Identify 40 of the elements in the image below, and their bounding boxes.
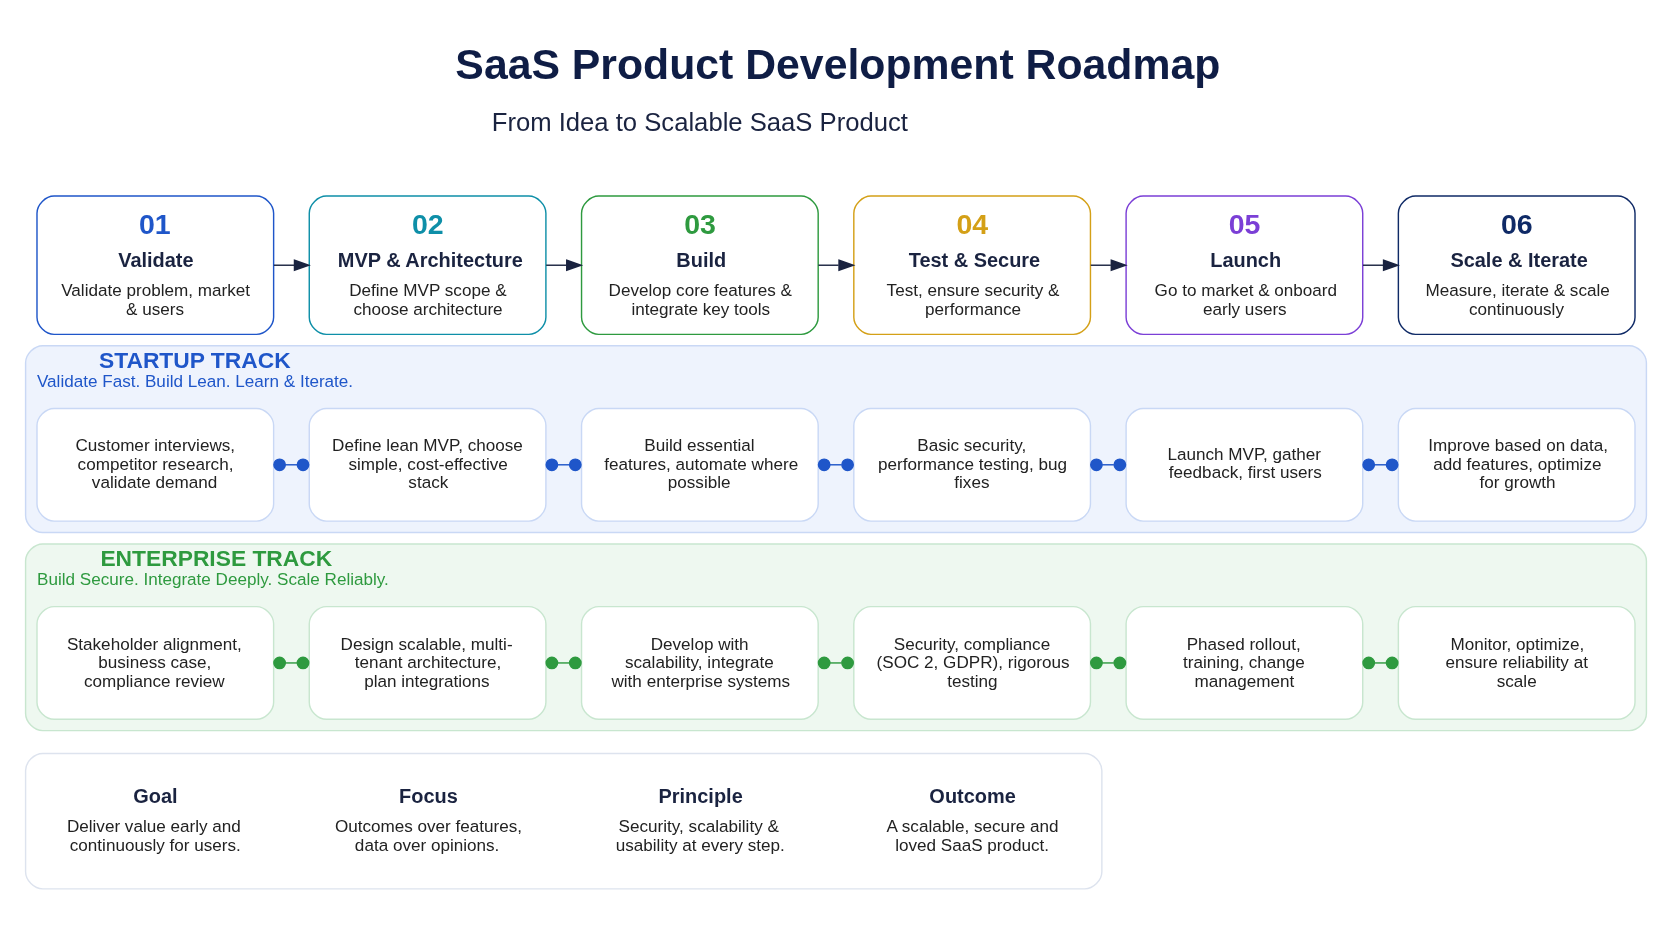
connector bbox=[545, 458, 582, 472]
node-box: Security, compliance (SOC 2, GDPR), rigorous testing bbox=[853, 605, 1092, 720]
connector bbox=[273, 656, 310, 670]
node-box: Define lean MVP, choose simple, cost-effective stack bbox=[308, 407, 547, 522]
node-box: Build essential features, automate where possible bbox=[580, 407, 819, 522]
node-text: Goal Deliver value early and continuously for users. bbox=[66, 784, 241, 855]
arrow bbox=[273, 259, 311, 272]
connector bbox=[545, 656, 582, 670]
arrow bbox=[1362, 259, 1400, 272]
node-box: 05 Launch Go to market & onboard early users bbox=[1125, 195, 1364, 336]
node-box: Basic security, performance testing, bug fixes bbox=[853, 407, 1092, 522]
node-box: Design scalable, multi-tenant architecture, plan integrations bbox=[308, 605, 547, 720]
node-box: Stakeholder alignment, business case, compliance review bbox=[36, 605, 275, 720]
node-box: 01 Validate Validate problem, market & users bbox=[36, 195, 275, 336]
node-text: Focus Outcomes over features, data over opinions. bbox=[334, 784, 523, 855]
connector bbox=[1090, 656, 1127, 670]
node-box: Launch MVP, gather feedback, first users bbox=[1125, 407, 1364, 522]
diagram-title: SaaS Product Development Roadmap bbox=[455, 40, 1221, 89]
arrow bbox=[545, 259, 584, 272]
node-box: Monitor, optimize, ensure reliability at scale bbox=[1397, 605, 1636, 720]
node-box: Improve based on data, add features, optimize for growth bbox=[1397, 407, 1636, 522]
node-box: 03 Build Develop core features & integrate key tools bbox=[580, 195, 819, 336]
node-text: Principle Security, scalability & usability at every step. bbox=[615, 784, 785, 855]
arrow bbox=[817, 259, 856, 272]
connector bbox=[273, 458, 310, 472]
connector bbox=[1090, 458, 1127, 472]
label: From Idea to Scalable SaaS Product bbox=[491, 108, 908, 137]
cluster bbox=[24, 752, 1103, 890]
node-box: Develop with scalability, integrate with enterprise systems bbox=[580, 605, 819, 720]
node-box: 06 Scale & Iterate Measure, iterate & scale continuously bbox=[1397, 195, 1636, 336]
arrow bbox=[1090, 259, 1128, 272]
node-box: Customer interviews, competitor research, validate demand bbox=[36, 407, 275, 522]
node-box: Phased rollout, training, change management bbox=[1125, 605, 1364, 720]
node-text: Outcome A scalable, secure and loved SaaS product. bbox=[886, 784, 1059, 855]
node-box: 04 Test & Secure Test, ensure security & performance bbox=[853, 195, 1092, 336]
connector bbox=[1362, 656, 1399, 670]
node-box: 02 MVP & Architecture Define MVP scope & choose architecture bbox=[308, 195, 547, 336]
connector bbox=[817, 458, 854, 472]
connector bbox=[817, 656, 854, 670]
connector bbox=[1362, 458, 1399, 472]
